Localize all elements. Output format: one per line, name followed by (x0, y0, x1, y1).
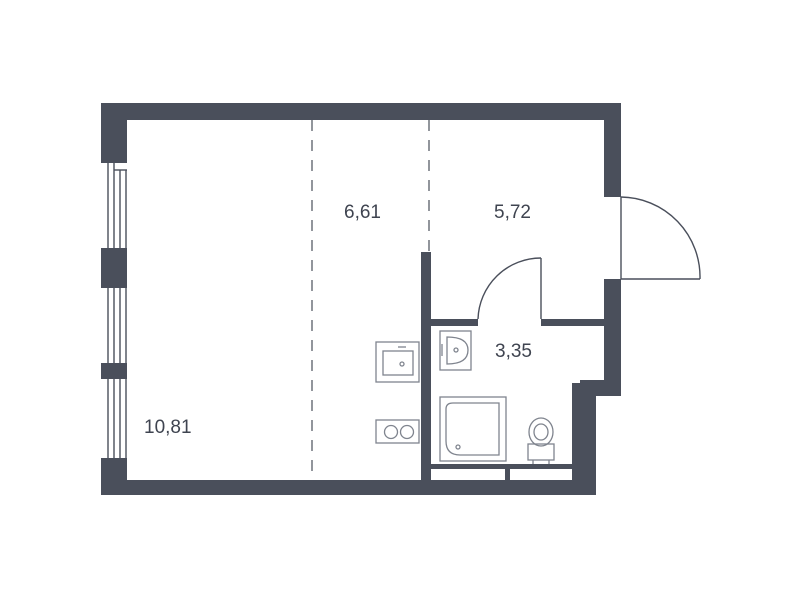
shower-tray-icon (439, 396, 507, 462)
exterior-walls (101, 103, 621, 495)
room-area-bathroom: 3,35 (495, 341, 532, 362)
zone-dividers (311, 120, 430, 480)
window-3 (107, 379, 127, 458)
bathroom-door (477, 257, 542, 320)
windows (107, 163, 127, 458)
toilet-icon (527, 417, 555, 464)
stove-icon (375, 419, 420, 444)
window-2 (107, 288, 127, 363)
window-1 (107, 163, 127, 248)
washbasin-icon (439, 330, 472, 371)
room-area-living: 10,81 (144, 417, 192, 438)
entrance-door (620, 196, 701, 280)
room-area-hall: 5,72 (494, 202, 531, 223)
kitchen-sink-icon (375, 341, 420, 383)
room-area-kitchen: 6,61 (344, 202, 381, 223)
interior-walls (421, 252, 604, 480)
